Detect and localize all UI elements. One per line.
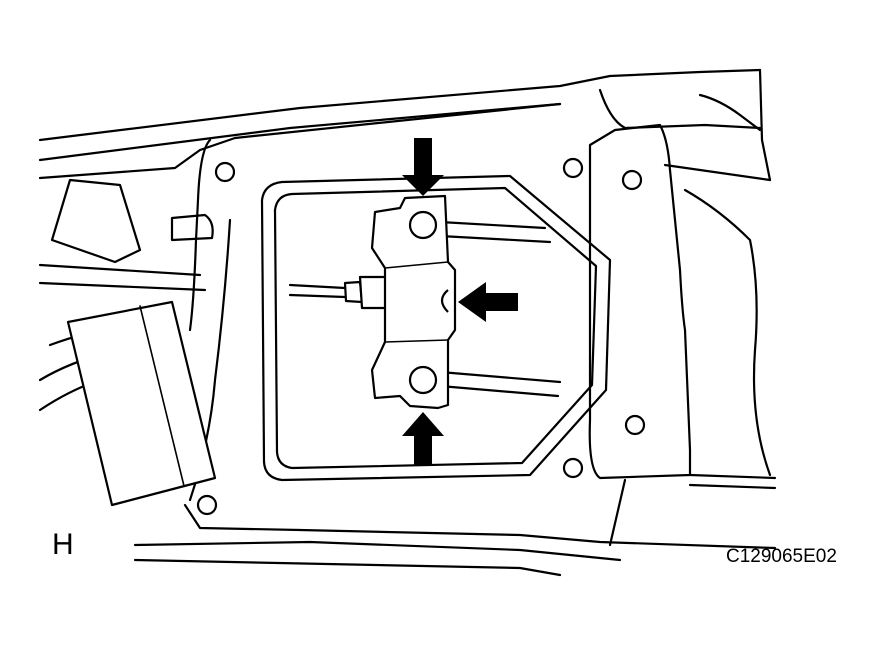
arrow-left-icon [458,282,518,322]
right-panel [588,68,777,547]
figure-code: C129065E02 [726,546,837,567]
parking-brake-cable [288,275,389,310]
indicator-arrows [402,138,518,466]
mounting-holes [196,157,646,516]
rect-component [66,300,217,507]
arrow-up-icon [402,412,444,466]
view-letter: H [52,528,74,561]
arrow-down-icon [402,138,444,196]
left-bracket [50,178,142,264]
bracket-hole-bottom [408,365,438,395]
bracket-hole-top [408,210,438,240]
cable-bracket [370,194,457,410]
bracket-notch [440,289,449,313]
service-opening [260,174,612,482]
guide-rails [438,220,562,398]
